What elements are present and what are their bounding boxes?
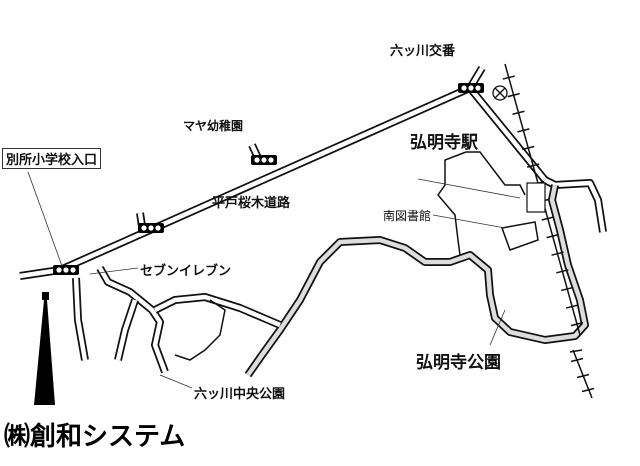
side-roads [72,65,486,374]
rail-tie [526,163,540,168]
label-school-entrance: 別所小学校入口 [2,148,102,169]
station-building [526,182,546,213]
rail-tie [502,75,515,80]
label-park: 弘明寺公園 [416,353,501,373]
label-station: 弘明寺駅 [410,133,478,153]
tower-landmark-icon [34,292,55,405]
block-outlines [174,151,539,361]
label-library: 南図書館 [383,209,432,223]
label-main-road: 平戸桜木道路 [212,196,291,211]
rail-tie [556,269,569,274]
company-name: ㈱創和システム [4,422,186,452]
leader-lines [27,171,521,389]
rail-tie [541,216,554,221]
rail-tie [570,321,584,327]
police-box-icon [492,85,508,101]
railway [502,63,595,399]
rail-tie [551,251,564,256]
label-police-box: 六ッ川交番 [390,44,456,59]
rail-tie [581,387,595,393]
traffic-light-icon [251,155,277,165]
rail-tie [546,233,559,239]
label-central-park: 六ッ川中央公園 [194,387,286,402]
rail-tie [507,92,520,98]
traffic-light-icon [458,83,484,93]
rail-tie [576,373,590,379]
rail-tie [522,145,535,151]
label-kindergarten: マヤ幼稚園 [183,119,244,133]
rail-tie [512,110,525,116]
rail-tie [570,357,584,363]
rail-tie [517,128,530,133]
traffic-light-icon [53,265,79,275]
rail-tie [565,304,579,309]
label-convenience-store: セブンイレブン [140,264,232,279]
main-road [19,84,549,280]
traffic-light-icon [138,223,164,233]
rail-tie [561,286,574,292]
station-loop-road [244,176,607,378]
